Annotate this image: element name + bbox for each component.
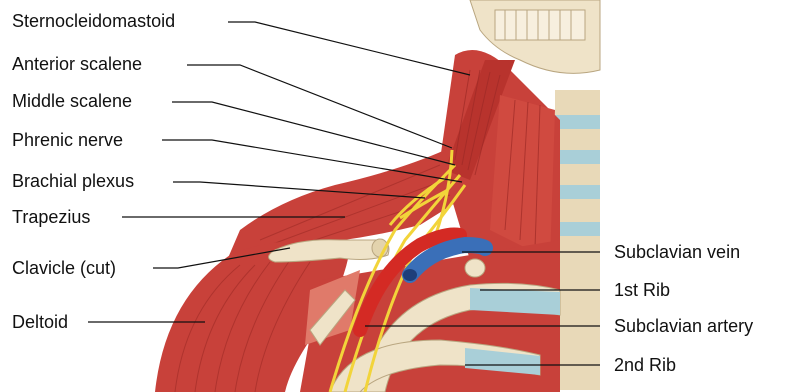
label-clavicle: Clavicle (cut) (12, 257, 116, 279)
label-second-rib: 2nd Rib (614, 354, 676, 376)
label-first-rib: 1st Rib (614, 279, 670, 301)
label-middle-scalene: Middle scalene (12, 90, 132, 112)
label-brachial-plexus: Brachial plexus (12, 170, 134, 192)
rib-head (465, 259, 485, 277)
label-deltoid: Deltoid (12, 311, 68, 333)
cervical-spine (555, 90, 600, 390)
label-subclavian-vein: Subclavian vein (614, 241, 740, 263)
label-anterior-scalene: Anterior scalene (12, 53, 142, 75)
label-sternocleidomastoid: Sternocleidomastoid (12, 10, 175, 32)
label-phrenic-nerve: Phrenic nerve (12, 129, 123, 151)
label-trapezius: Trapezius (12, 206, 90, 228)
label-subclavian-artery: Subclavian artery (614, 315, 753, 337)
